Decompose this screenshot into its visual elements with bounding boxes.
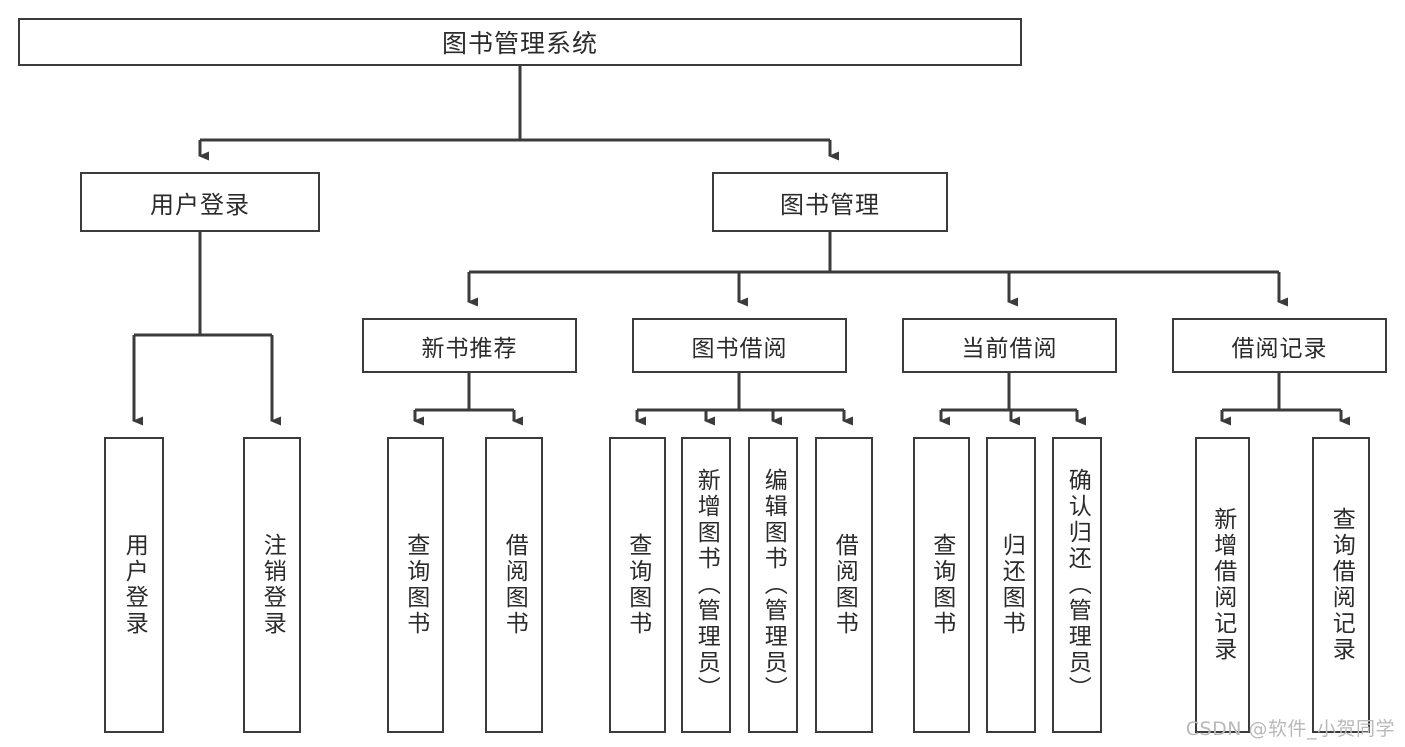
node-leaf-logout-login-label: 注销登录 xyxy=(259,533,286,637)
node-book-management[interactable]: 图书管理 xyxy=(712,172,948,232)
node-leaf-query-book-borrow[interactable]: 查询图书 xyxy=(609,437,666,733)
node-root[interactable]: 图书管理系统 xyxy=(18,18,1022,66)
node-book-management-label: 图书管理 xyxy=(780,190,880,219)
node-leaf-borrow-book-recommend[interactable]: 借阅图书 xyxy=(485,437,543,733)
node-root-label: 图书管理系统 xyxy=(441,29,598,58)
node-leaf-add-book-admin-label: 新增图书（管理员） xyxy=(693,468,720,702)
node-leaf-query-book-borrow-label: 查询图书 xyxy=(624,533,651,637)
node-user-login-label: 用户登录 xyxy=(150,190,250,219)
node-leaf-add-borrow-record-label: 新增借阅记录 xyxy=(1209,507,1236,663)
node-borrow-record[interactable]: 借阅记录 xyxy=(1172,318,1387,373)
node-current-borrow[interactable]: 当前借阅 xyxy=(902,318,1117,373)
node-leaf-logout-login[interactable]: 注销登录 xyxy=(243,437,301,733)
node-leaf-user-login-label: 用户登录 xyxy=(121,533,148,637)
node-leaf-query-book-recommend[interactable]: 查询图书 xyxy=(387,437,444,733)
node-leaf-borrow-book-recommend-label: 借阅图书 xyxy=(501,533,528,637)
node-leaf-add-book-admin[interactable]: 新增图书（管理员） xyxy=(681,437,731,733)
node-leaf-query-borrow-record[interactable]: 查询借阅记录 xyxy=(1312,437,1370,733)
node-book-borrow[interactable]: 图书借阅 xyxy=(632,318,847,373)
node-leaf-query-book-recommend-label: 查询图书 xyxy=(402,533,429,637)
node-leaf-query-book-current[interactable]: 查询图书 xyxy=(913,437,970,733)
node-user-login[interactable]: 用户登录 xyxy=(80,172,320,232)
node-leaf-edit-book-admin-label: 编辑图书（管理员） xyxy=(760,468,787,702)
node-new-book-recommend-label: 新书推荐 xyxy=(421,335,518,362)
node-book-borrow-label: 图书借阅 xyxy=(691,335,788,362)
node-leaf-add-borrow-record[interactable]: 新增借阅记录 xyxy=(1195,437,1250,733)
node-leaf-return-book-label: 归还图书 xyxy=(998,533,1025,637)
node-leaf-query-book-current-label: 查询图书 xyxy=(928,533,955,637)
node-leaf-confirm-return-admin[interactable]: 确认归还（管理员） xyxy=(1052,437,1102,733)
node-current-borrow-label: 当前借阅 xyxy=(961,335,1058,362)
node-new-book-recommend[interactable]: 新书推荐 xyxy=(362,318,577,373)
node-leaf-return-book[interactable]: 归还图书 xyxy=(986,437,1036,733)
node-leaf-borrow-book-label: 借阅图书 xyxy=(831,533,858,637)
node-leaf-user-login[interactable]: 用户登录 xyxy=(104,437,164,733)
node-leaf-query-borrow-record-label: 查询借阅记录 xyxy=(1328,507,1355,663)
node-leaf-edit-book-admin[interactable]: 编辑图书（管理员） xyxy=(748,437,798,733)
node-borrow-record-label: 借阅记录 xyxy=(1231,335,1328,362)
node-leaf-confirm-return-admin-label: 确认归还（管理员） xyxy=(1064,468,1091,702)
node-leaf-borrow-book[interactable]: 借阅图书 xyxy=(815,437,873,733)
